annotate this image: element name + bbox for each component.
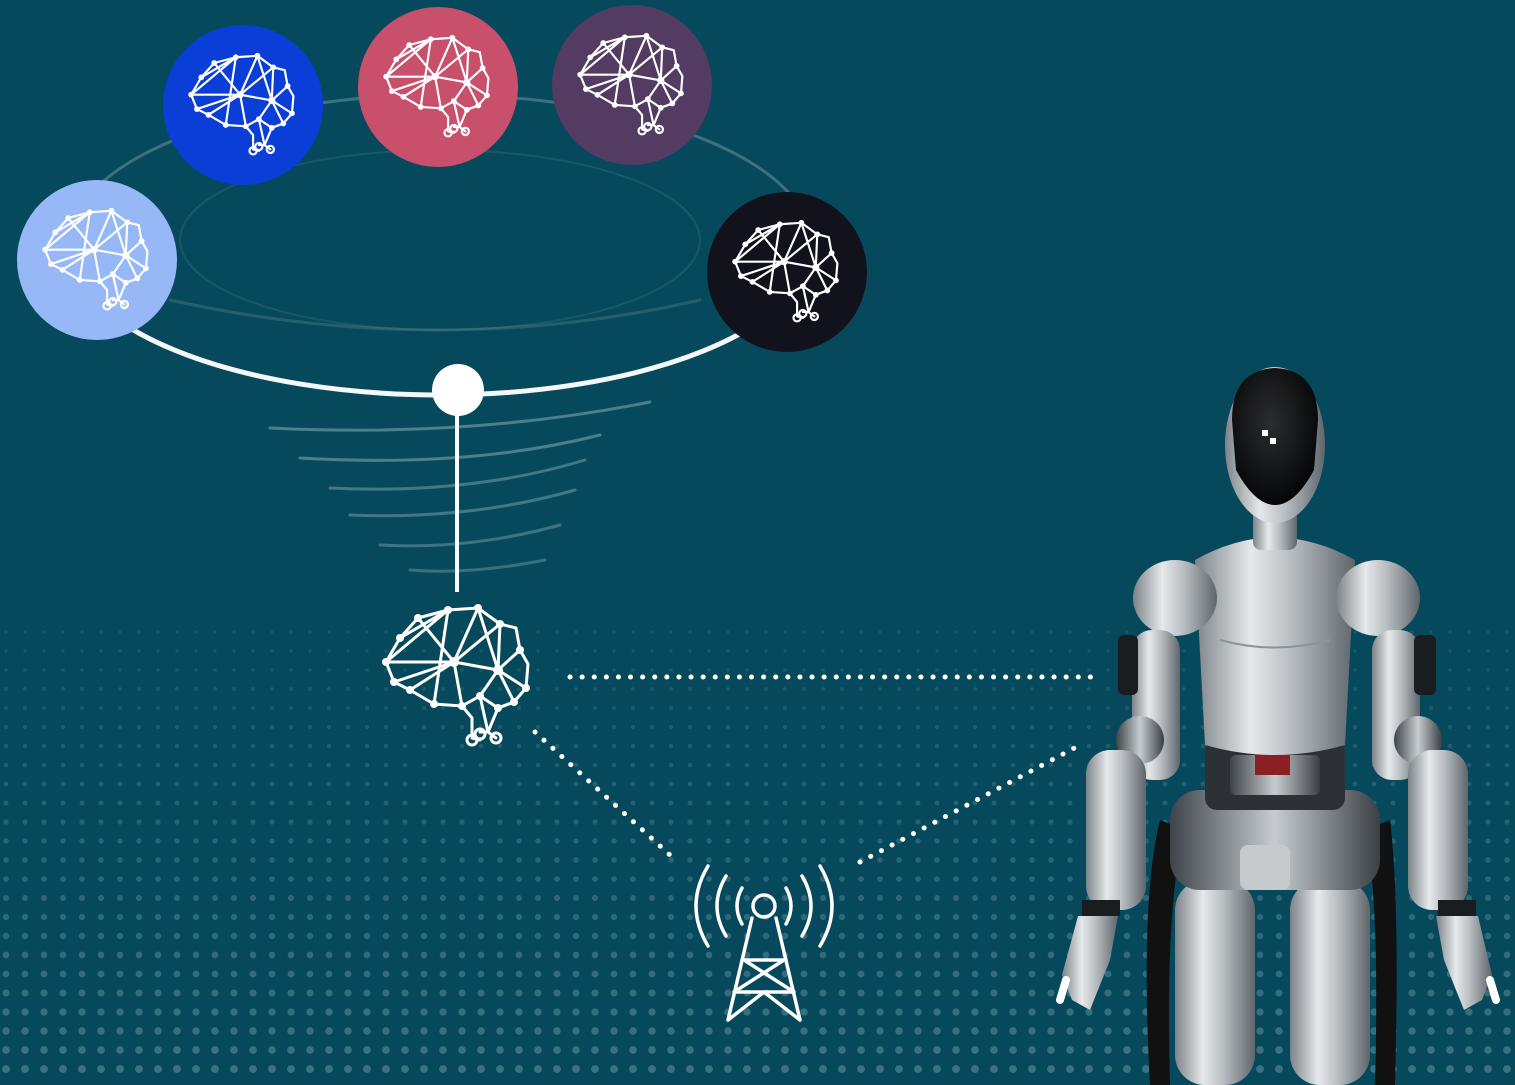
model-circle-3	[358, 7, 518, 167]
model-circle-1	[17, 180, 177, 340]
selection-node	[432, 364, 484, 416]
model-circle-2	[163, 25, 323, 185]
radio-tower-icon	[694, 864, 834, 1022]
model-circle-5	[707, 192, 867, 352]
humanoid-robot-image	[1056, 367, 1500, 1085]
connections	[532, 674, 1095, 865]
funnel-swirl	[268, 400, 652, 573]
model-circle-4	[552, 5, 712, 165]
tower-to-robot-link	[857, 742, 1083, 865]
